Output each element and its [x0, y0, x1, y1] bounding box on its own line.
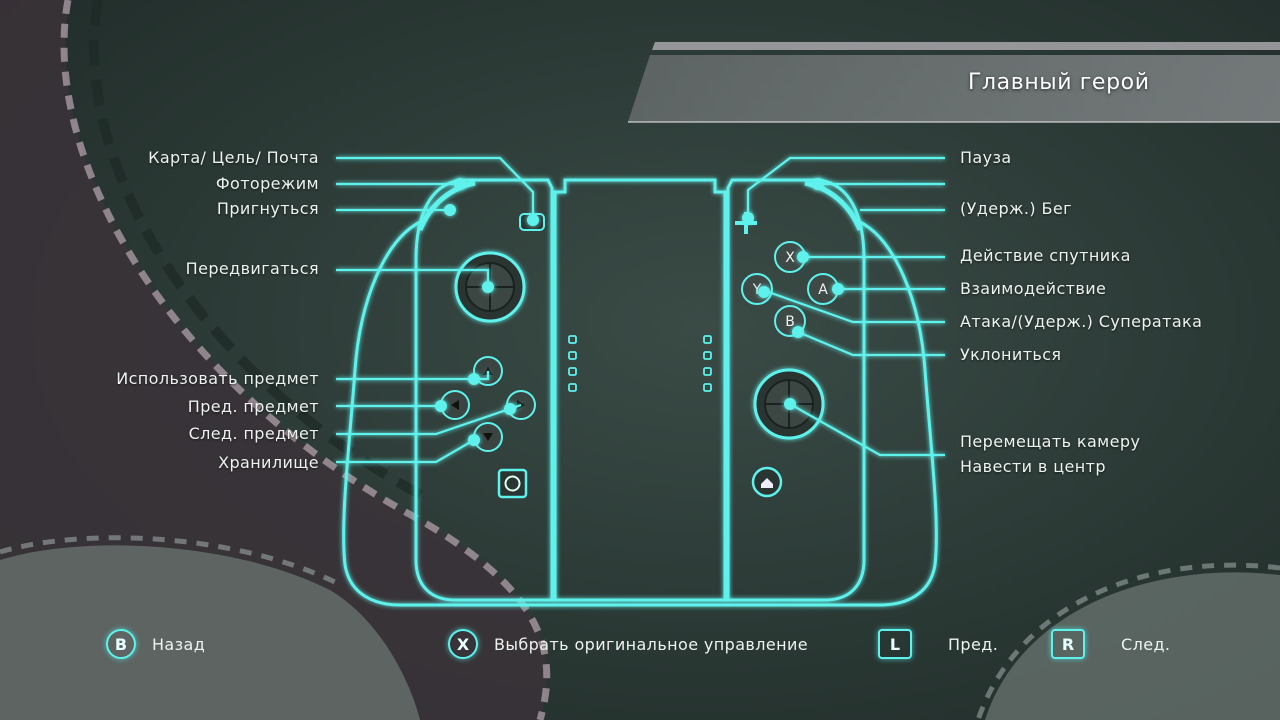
- label-use-item: Использовать предмет: [116, 369, 319, 388]
- indicator-leds: [568, 335, 712, 392]
- title-banner: [628, 42, 1280, 123]
- callout-dots: [435, 178, 844, 446]
- svg-text:Y: Y: [752, 282, 762, 298]
- footer-back-label: Назад: [152, 634, 206, 654]
- label-crouch: Пригнуться: [216, 199, 319, 218]
- label-center-camera: Навести в центр: [960, 457, 1106, 476]
- footer-next[interactable]: R След.: [1051, 627, 1170, 661]
- footer-prev[interactable]: L Пред.: [878, 627, 998, 661]
- decor-right-disc: [975, 562, 1280, 720]
- label-map: Карта/ Цель/ Почта: [148, 148, 319, 167]
- decor-left-disc: [0, 0, 551, 720]
- svg-text:X: X: [785, 250, 795, 266]
- r-button-icon: R: [1051, 629, 1085, 659]
- page-title: Главный герой: [968, 70, 1150, 95]
- label-move-camera: Перемещать камеру: [960, 432, 1141, 451]
- face-button-a: A: [807, 273, 839, 305]
- footer-prev-label: Пред.: [948, 634, 999, 654]
- label-companion-action: Действие спутника: [960, 246, 1131, 265]
- label-dodge: Уклониться: [960, 345, 1062, 364]
- label-attack: Атака/(Удерж.) Суператака: [960, 312, 1203, 331]
- label-next-item: След. предмет: [188, 424, 319, 443]
- footer-original-controls[interactable]: X Выбрать оригинальное управление: [448, 627, 808, 661]
- home-button-icon: [751, 466, 783, 498]
- label-prev-item: Пред. предмет: [187, 397, 319, 416]
- label-interact: Взаимодействие: [960, 279, 1107, 298]
- footer-back[interactable]: B Назад: [106, 627, 205, 661]
- capture-button-icon: [497, 468, 528, 499]
- x-button-icon: X: [448, 629, 478, 659]
- l-button-icon: L: [878, 629, 912, 659]
- label-photo-mode: Фоторежим: [215, 174, 319, 193]
- callout-lines: [336, 156, 945, 464]
- controller-outline: [342, 178, 938, 607]
- svg-text:B: B: [785, 314, 795, 330]
- footer-original-label: Выбрать оригинальное управление: [494, 634, 809, 654]
- svg-text:A: A: [818, 282, 828, 298]
- label-storage: Хранилище: [218, 453, 319, 472]
- label-pause: Пауза: [960, 148, 1012, 167]
- b-button-icon: B: [106, 629, 136, 659]
- label-move: Передвигаться: [185, 259, 319, 278]
- footer-next-label: След.: [1121, 634, 1171, 654]
- label-run: (Удерж.) Бег: [960, 199, 1072, 218]
